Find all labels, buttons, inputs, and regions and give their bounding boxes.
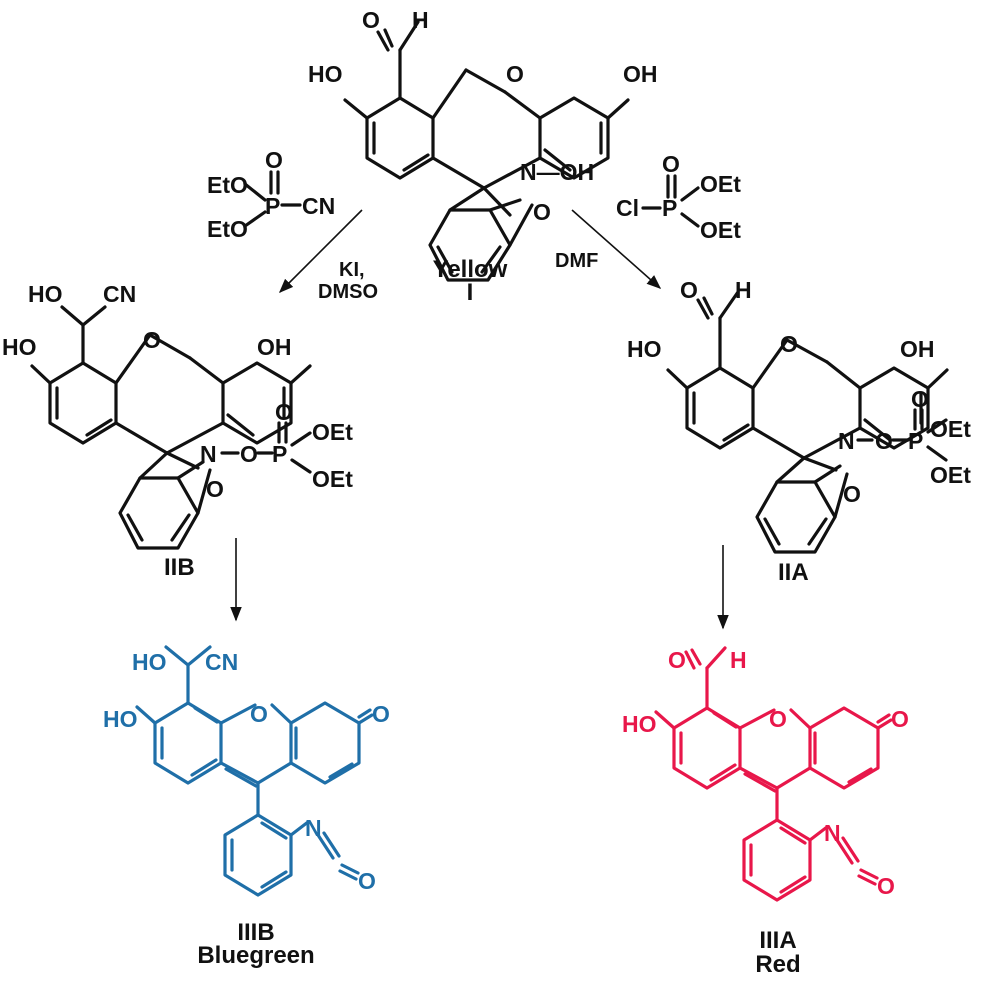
atom-OEt: OEt bbox=[930, 416, 971, 442]
atom-HO: HO bbox=[132, 649, 167, 675]
atom-O: O bbox=[143, 327, 161, 353]
atom-P: P bbox=[908, 428, 923, 454]
atom-O: O bbox=[875, 428, 893, 454]
atom-N: N bbox=[305, 815, 322, 841]
atom-O: O bbox=[780, 331, 798, 357]
compound-IIA-structure bbox=[666, 290, 949, 554]
atom-O: O bbox=[680, 277, 698, 303]
atom-HO: HO bbox=[308, 61, 343, 87]
reagent-left-p: P bbox=[265, 193, 280, 219]
reagent-right-oet1: OEt bbox=[700, 171, 741, 197]
atom-O: O bbox=[206, 476, 224, 502]
atom-O: O bbox=[362, 7, 380, 33]
reagent-right-cl: Cl bbox=[616, 195, 639, 221]
atom-O: O bbox=[911, 386, 929, 412]
condition-ki: KI, bbox=[339, 259, 365, 281]
atom-NOH: N—OH bbox=[520, 159, 594, 185]
compound-IIB-id: IIB bbox=[164, 554, 195, 581]
compound-IIIB-structure bbox=[135, 645, 374, 897]
atom-N: N bbox=[838, 428, 855, 454]
atom-HO: HO bbox=[28, 281, 63, 307]
atom-HO: HO bbox=[622, 711, 657, 737]
reagent-diethyl-chlorophosphate bbox=[641, 174, 700, 228]
atom-O: O bbox=[877, 873, 895, 899]
atom-HO: HO bbox=[2, 334, 37, 360]
atom-N: N bbox=[824, 820, 841, 846]
atom-OEt: OEt bbox=[312, 466, 353, 492]
reagent-diethyl-cyanophosphonate bbox=[243, 170, 302, 228]
atom-O: O bbox=[240, 441, 258, 467]
reagent-left-o: O bbox=[265, 147, 283, 173]
arrow-I-to-IIA bbox=[571, 209, 662, 289]
reagent-left-eto-top: EtO bbox=[207, 172, 248, 198]
compound-IIIA-name: Red bbox=[755, 951, 800, 978]
compound-I-name: Yellow bbox=[433, 256, 508, 283]
atom-OH: OH bbox=[900, 336, 935, 362]
compound-I-structure bbox=[343, 20, 630, 282]
atom-O: O bbox=[668, 647, 686, 673]
atom-O: O bbox=[843, 481, 861, 507]
arrow-I-to-IIB bbox=[278, 209, 363, 294]
atom-OH: OH bbox=[257, 334, 292, 360]
condition-dmso: DMSO bbox=[318, 281, 378, 303]
compound-I-id: I bbox=[467, 279, 474, 306]
atom-CN: CN bbox=[103, 281, 136, 307]
atom-OEt: OEt bbox=[930, 462, 971, 488]
reagent-right-oet2: OEt bbox=[700, 217, 741, 243]
reagent-left-eto-bottom: EtO bbox=[207, 216, 248, 242]
reagent-right-o: O bbox=[662, 151, 680, 177]
compound-IIA-id: IIA bbox=[778, 559, 809, 586]
atom-N: N bbox=[200, 441, 217, 467]
atom-O: O bbox=[533, 199, 551, 225]
atom-O: O bbox=[275, 399, 293, 425]
reagent-right-p: P bbox=[662, 195, 677, 221]
compound-IIB-structure bbox=[30, 305, 312, 550]
compound-IIIB-name: Bluegreen bbox=[197, 942, 314, 969]
atom-O: O bbox=[891, 706, 909, 732]
atom-O: O bbox=[506, 61, 524, 87]
atom-OEt: OEt bbox=[312, 419, 353, 445]
atom-HO: HO bbox=[627, 336, 662, 362]
atom-CN: CN bbox=[205, 649, 238, 675]
atom-O: O bbox=[358, 868, 376, 894]
atom-H: H bbox=[735, 277, 752, 303]
condition-dmf: DMF bbox=[555, 250, 598, 272]
atom-H: H bbox=[412, 7, 429, 33]
atom-O: O bbox=[769, 706, 787, 732]
reagent-left-cn: CN bbox=[302, 193, 335, 219]
compound-IIIA-id: IIIA bbox=[759, 927, 796, 954]
atom-P: P bbox=[272, 441, 287, 467]
compound-IIIB-id: IIIB bbox=[237, 919, 274, 946]
atom-O: O bbox=[372, 701, 390, 727]
atom-HO: HO bbox=[103, 706, 138, 732]
atom-O: O bbox=[250, 701, 268, 727]
atom-OH: OH bbox=[623, 61, 658, 87]
compound-IIIA-structure bbox=[654, 646, 893, 902]
atom-H: H bbox=[730, 647, 747, 673]
